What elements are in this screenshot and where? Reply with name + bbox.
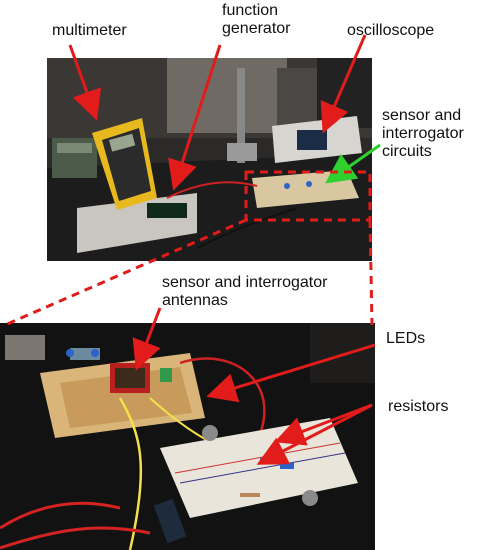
antennas-line2: antennas bbox=[162, 292, 228, 309]
function-generator-label: function generator bbox=[222, 2, 291, 38]
function-generator-line1: function bbox=[222, 2, 279, 19]
multimeter-label: multimeter bbox=[52, 22, 127, 39]
function-generator-line2: generator bbox=[222, 20, 291, 37]
sensor-circuits-label: sensor and interrogator circuits bbox=[382, 107, 464, 161]
circuit-closeup-photo bbox=[0, 323, 375, 550]
antennas-label: sensor and interrogator antennas bbox=[162, 274, 327, 310]
oscilloscope-label: oscilloscope bbox=[347, 22, 435, 39]
leds-label: LEDs bbox=[386, 330, 426, 347]
antennas-line1: sensor and interrogator bbox=[162, 274, 328, 291]
lab-bench-photo bbox=[47, 58, 372, 261]
sensor-circuits-line3: circuits bbox=[382, 143, 432, 160]
resistors-label: resistors bbox=[388, 398, 449, 415]
sensor-circuits-line1: sensor and bbox=[382, 107, 462, 124]
sensor-circuits-line2: interrogator bbox=[382, 125, 464, 142]
